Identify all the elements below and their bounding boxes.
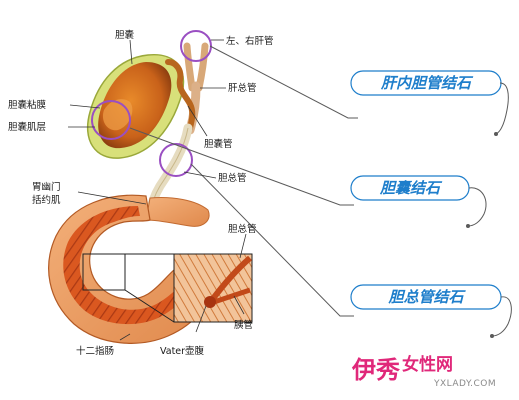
hepatic-duct-right <box>195 42 209 92</box>
callout-common-duct-stones: 胆总管结石 <box>350 284 512 338</box>
leader-cystic-label <box>187 105 208 137</box>
ampulla-inset <box>82 253 253 323</box>
leader-pylorus-label <box>77 191 147 205</box>
marker-ring-bile-duct <box>159 143 193 177</box>
hepatic-duct-left <box>183 42 196 92</box>
label-hepatic-ducts: 左、右肝管 <box>226 35 274 47</box>
label-gallbladder: 胆囊 <box>115 29 135 41</box>
duodenum-focus-box <box>82 253 126 291</box>
label-gallbladder-muscle: 胆囊肌层 <box>8 121 46 133</box>
label-duodenum: 十二指肠 <box>76 345 114 357</box>
label-gallbladder-mucosa: 胆囊粘膜 <box>8 99 47 111</box>
cystic-duct <box>165 59 196 131</box>
callout-leaders <box>129 45 358 317</box>
label-pyloric-sphincter-1: 胃幽门 <box>32 181 61 193</box>
ampulla-inset-frame <box>173 253 253 323</box>
callout-gallstones-text: 胆囊结石 <box>379 179 443 197</box>
label-leaders <box>68 39 247 341</box>
callout-hepatic-stones: 肝内胆管结石 <box>350 70 509 136</box>
leader-gallbladder-label <box>129 39 133 65</box>
watermark-logo: 伊秀 女性网 YXLADY.COM <box>351 354 496 389</box>
leader-pancreatic-label <box>233 295 245 315</box>
label-common-hepatic-duct: 肝总管 <box>228 82 257 94</box>
leader-cbd-label <box>183 171 217 179</box>
leader-cbd-lower-label <box>239 233 247 259</box>
leader-hepatic <box>209 45 358 119</box>
inset-ampulla <box>204 296 216 308</box>
leader-vater-label <box>195 305 207 333</box>
inset-bile-duct <box>209 255 252 302</box>
watermark-secondary: 女性网 <box>402 354 453 375</box>
callout-hook-common-duct <box>491 296 512 337</box>
callout-common-duct-stones-text: 胆总管结石 <box>387 288 466 306</box>
inset-connector-bottom <box>124 289 175 323</box>
callout-hook-hepatic <box>495 82 509 135</box>
callout-hook-gallstones <box>467 187 487 227</box>
inset-pancreatic-duct <box>213 287 251 305</box>
leader-bile-duct <box>190 163 354 317</box>
watermark-main: 伊秀 <box>351 356 400 384</box>
watermark-url: YXLADY.COM <box>433 379 496 389</box>
label-pyloric-sphincter-2: 括约肌 <box>32 194 61 206</box>
label-common-bile-duct: 胆总管 <box>218 172 247 184</box>
callout-hepatic-stones-text: 肝内胆管结石 <box>380 74 474 92</box>
callout-gallstones: 胆囊结石 <box>350 175 487 228</box>
label-vater-ampulla: Vater壶腹 <box>160 345 205 357</box>
leader-duodenum-label <box>119 333 131 341</box>
label-common-bile-duct-lower: 胆总管 <box>228 223 257 235</box>
callout-hook-end-gallstones <box>466 224 470 228</box>
label-pancreatic-duct: 胰管 <box>234 319 253 331</box>
marker-ring-gallbladder <box>91 100 131 140</box>
duodenum-illustration <box>48 194 215 344</box>
label-cystic-duct: 胆囊管 <box>204 138 233 150</box>
pylorus <box>145 197 210 227</box>
callout-hook-end-common-duct <box>490 334 494 338</box>
callout-hook-end-hepatic <box>494 132 498 136</box>
leader-gallbladder <box>129 127 354 206</box>
leader-mucosa-label <box>69 104 101 109</box>
